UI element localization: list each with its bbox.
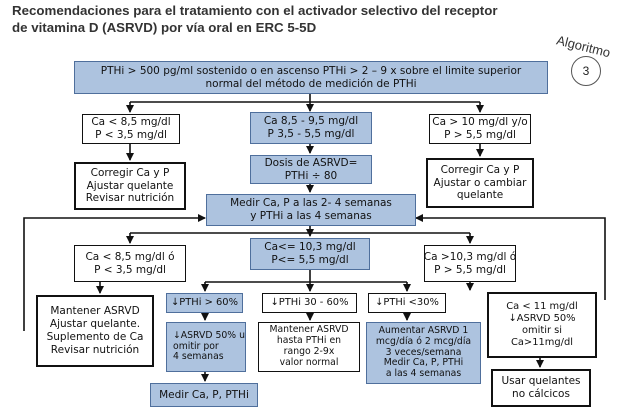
feedback-right [415,214,606,300]
pth-lt30-box: ↓PTHi <30% [368,293,446,313]
increase-line-4: Medir Ca, P, PTHi [383,357,464,369]
ca-mid2-box: Ca<= 10,3 mg/dl P<= 5,5 mg/dl [250,238,370,270]
pth-30-60-text: ↓PTHi 30 - 60% [270,296,349,308]
correct-left-box: Corregir Ca y P Ajustar quelante Revisar… [74,162,186,210]
algorithm-number: 3 [582,64,590,78]
maintain-left-line-4: Revisar nutrición [50,343,140,356]
measure-line-1: Medir Ca, P a las 2- 4 semanas [230,197,392,210]
ca-lt11-line-1: Ca < 11 mg/dl [506,300,578,312]
correct-left-line-3: Revisar nutrición [85,192,175,205]
title-line-1: Recomendaciones para el tratamiento con … [12,3,498,18]
top-criteria-line-1: PTHi > 500 pg/ml sostenido o en ascenso … [100,64,522,77]
ca-lt11-line-3: omitir si [521,325,563,336]
measure-bottom-box: Medir Ca, P, PTHi [150,383,258,407]
correct-right-box: Corregir Ca y P Ajustar o cambiar quelan… [426,158,534,208]
ca-high2-line-1: Ca >10,3 mg/dl ó [423,250,517,263]
pth-gt60-text: ↓PTHi > 60% [171,296,238,308]
ca-low2-box: Ca < 8,5 mg/dl ó P < 3,5 mg/dl [74,245,186,282]
ca-high-line-1: Ca > 10 mg/dl y/o [432,116,528,129]
pth-gt60-box: ↓PTHi > 60% [166,293,243,313]
ca-lt11-box: Ca < 11 mg/dl ↓ASRVD 50% omitir si Ca>11… [487,292,597,358]
ca-mid-line-2: P 3,5 - 5,5 mg/dl [267,128,355,140]
measure-line-2: y PTHi a las 4 semanas [250,210,372,222]
correct-right-line-3: quelante [456,189,504,202]
reduce50-line-1: ↓ASRVD 50% u [173,329,245,341]
pth-30-60-box: ↓PTHi 30 - 60% [262,293,357,313]
dose-line-1: Dosis de ASRVD= [264,156,358,169]
maintain-mid-box: Mantener ASRVD hasta PTHi en rango 2-9x … [258,322,360,372]
ca-low-box: Ca < 8,5 mg/dl P < 3,5 mg/dl [82,114,180,144]
ca-low-line-1: Ca < 8,5 mg/dl [91,116,171,129]
ca-high2-line-2: P > 5,5 mg/dl [434,263,506,276]
non-calcium-line-2: no cálcicos [512,388,570,400]
increase-box: Aumentar ASRVD 1 mcg/día ó 2 mcg/día 3 v… [366,322,481,384]
dose-box: Dosis de ASRVD= PTHi ÷ 80 [250,155,372,184]
correct-left-line-1: Corregir Ca y P [90,166,170,179]
ca-lt11-line-2: ↓ASRVD 50% [508,312,576,324]
correct-right-line-1: Corregir Ca y P [440,163,520,176]
ca-mid2-line-1: Ca<= 10,3 mg/dl [264,241,356,254]
non-calcium-box: Usar quelantes no cálcicos [491,369,591,407]
ca-mid-box: Ca 8,5 - 9,5 mg/dl P 3,5 - 5,5 mg/dl [250,112,372,144]
increase-line-2: mcg/día ó 2 mcg/día [375,335,472,347]
maintain-left-line-1: Mantener ASRVD [50,305,140,318]
increase-line-5: a las 4 semanas [385,368,462,380]
ca-high-line-2: P > 5,5 mg/dl [444,129,516,141]
non-calcium-line-1: Usar quelantes [501,375,581,388]
increase-line-3: 3 veces/semana [385,346,462,358]
maintain-mid-line-1: Mantener ASRVD [269,324,349,336]
ca-mid-line-1: Ca 8,5 - 9,5 mg/dl [263,115,359,128]
pth-lt30-text: ↓PTHi <30% [375,296,439,308]
maintain-mid-line-4: valor normal [279,356,339,368]
feedback-left [23,214,206,331]
ca-low-line-2: P < 3,5 mg/dl [95,129,167,141]
ca-high2-box: Ca >10,3 mg/dl ó P > 5,5 mg/dl [424,245,516,282]
ca-mid2-line-2: P<= 5,5 mg/dl [271,254,349,266]
top-criteria-box: PTHi > 500 pg/ml sostenido o en ascenso … [74,61,548,94]
dose-line-2: PTHi ÷ 80 [284,169,338,182]
title-line-2: de vitamina D (ASRVD) por vía oral en ER… [12,20,317,35]
correct-left-line-2: Ajustar quelante [86,179,174,192]
correct-right-line-2: Ajustar o cambiar [433,176,527,189]
ca-high-box: Ca > 10 mg/dl y/o P > 5,5 mg/dl [429,114,531,144]
maintain-left-box: Mantener ASRVD Ajustar quelante. Supleme… [36,295,154,367]
reduce50-line-3: 4 semanas [173,351,224,363]
ca-low2-line-2: P < 3,5 mg/dl [94,263,166,276]
maintain-mid-line-3: rango 2-9x [283,346,335,357]
maintain-left-line-2: Ajustar quelante. [49,318,141,331]
maintain-left-line-3: Suplemento de Ca [46,331,144,343]
algorithm-number-badge: 3 [571,56,601,86]
reduce50-line-2: omitir por [173,340,219,352]
measure-bottom-text: Medir Ca, P, PTHi [159,388,249,401]
ca-lt11-line-4: Ca>11mg/dl [510,337,573,349]
top-criteria-line-2: normal del método de medición de PTHi [205,77,417,90]
reduce50-box: ↓ASRVD 50% u omitir por 4 semanas [166,322,246,372]
ca-low2-line-1: Ca < 8,5 mg/dl ó [85,250,175,263]
increase-line-1: Aumentar ASRVD 1 [378,324,469,336]
maintain-mid-line-2: hasta PTHi en [276,335,342,347]
measure-box: Medir Ca, P a las 2- 4 semanas y PTHi a … [206,194,416,226]
